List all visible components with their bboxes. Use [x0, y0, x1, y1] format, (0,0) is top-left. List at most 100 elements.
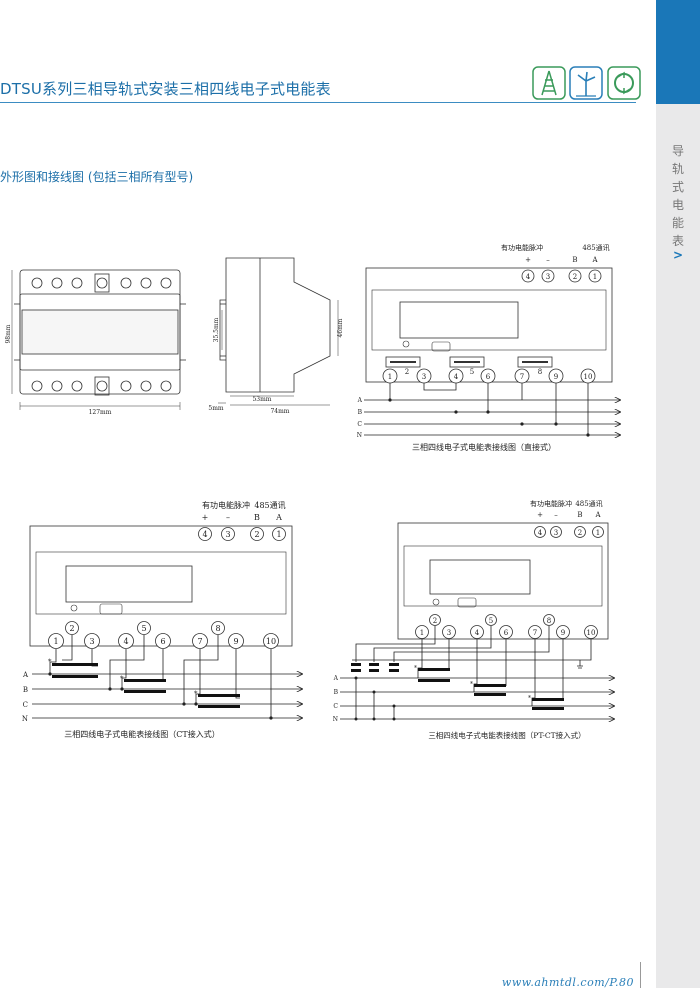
- sidebar-char: 能: [671, 216, 684, 230]
- line-label: B: [358, 409, 363, 416]
- terminal-label: 2: [254, 530, 259, 539]
- comm-label: 485通讯: [575, 499, 602, 508]
- link-label: 8: [538, 368, 542, 376]
- terminal-label: 3: [546, 273, 550, 281]
- comm-b-label: B: [254, 513, 260, 522]
- ptct-wiring-diagram: 有功电能脉冲 485通讯 + – B A 4 3 2 1 1 2 3: [333, 499, 614, 740]
- side-inner-355: 35.5mm: [213, 317, 220, 342]
- pt-transformers: [351, 663, 399, 672]
- terminal-label: 8: [215, 624, 220, 633]
- line-label: N: [357, 432, 362, 439]
- side-rail-5: 5mm: [208, 405, 224, 412]
- terminal-label: 3: [447, 629, 451, 637]
- page-title: DTSU系列三相导轨式安装三相四线电子式电能表: [0, 80, 331, 98]
- link-label: 5: [470, 368, 474, 376]
- sidebar-category-label[interactable]: 导 轨 式 电 能 表: [656, 142, 700, 250]
- terminal-label: 2: [573, 273, 577, 281]
- plus-label: +: [525, 256, 531, 264]
- comm-label: 485通讯: [254, 500, 285, 510]
- terminal-label: 7: [197, 637, 202, 646]
- side-height-46: 46mm: [337, 318, 344, 337]
- terminal-label: 6: [504, 629, 509, 637]
- comm-b-label: B: [577, 511, 582, 519]
- front-bottom-screws: [31, 376, 172, 396]
- wiring-drawings: 127mm 98mm 53mm 74mm 5mm 35.5mm 46mm 有功电…: [5, 243, 656, 740]
- sidebar-accent-block: [656, 0, 700, 104]
- terminal-label: 3: [422, 373, 426, 381]
- front-view-drawing: [11, 269, 186, 410]
- terminal-label: 2: [69, 624, 74, 633]
- terminal-label: 3: [89, 637, 94, 646]
- line-label: A: [333, 675, 339, 682]
- sidebar-char: 表: [671, 234, 684, 248]
- pulse-label: 有功电能脉冲: [530, 499, 572, 508]
- ct-wiring-diagram: 有功电能脉冲 485通讯 + – B A 4 3 2 1 1 2 3: [22, 500, 302, 739]
- comm-a-label: A: [591, 256, 598, 264]
- terminal-label: 1: [596, 529, 600, 537]
- sidebar-char: 轨: [671, 162, 684, 176]
- terminal-label: 4: [475, 629, 480, 637]
- terminal-label: 7: [520, 373, 524, 381]
- side-view-drawing: [218, 257, 339, 406]
- terminal-label: 1: [388, 373, 392, 381]
- sidebar-arrow-icon[interactable]: >: [672, 248, 684, 262]
- terminal-label: 2: [433, 617, 437, 625]
- plus-label: +: [202, 513, 209, 522]
- line-label: N: [22, 715, 28, 723]
- comm-a-label: A: [594, 511, 601, 519]
- terminal-label: 4: [538, 529, 543, 537]
- terminal-label: 7: [533, 629, 537, 637]
- terminal-label: 10: [266, 637, 276, 646]
- terminal-label: 2: [578, 529, 582, 537]
- comm-a-label: A: [275, 513, 282, 522]
- svg-text:*: *: [48, 658, 52, 666]
- pulse-label: 有功电能脉冲: [202, 500, 250, 510]
- footer-url-page[interactable]: www.ahmtdl.com/P.80: [501, 976, 634, 989]
- terminal-label: 10: [584, 373, 593, 381]
- line-label: C: [357, 421, 362, 428]
- side-depth-74: 74mm: [270, 408, 289, 415]
- ptct-ct-transformers: ***: [414, 665, 564, 710]
- svg-text:*: *: [120, 675, 124, 683]
- svg-text:*: *: [194, 690, 198, 698]
- terminal-label: 5: [489, 617, 493, 625]
- terminal-label: 4: [454, 373, 459, 381]
- line-label: A: [22, 671, 29, 679]
- recycle-logo-icon: [607, 66, 641, 100]
- svg-text:*: *: [414, 665, 417, 672]
- terminal-label: 10: [587, 629, 596, 637]
- terminal-label: 1: [420, 629, 424, 637]
- terminal-label: 1: [276, 530, 281, 539]
- brand-logos: [532, 66, 641, 100]
- link-label: 2: [405, 368, 409, 376]
- terminal-label: 5: [141, 624, 146, 633]
- section-heading: 外形图和接线图 (包括三相所有型号): [0, 170, 194, 184]
- sidebar-char: 导: [671, 144, 684, 158]
- line-label: B: [334, 689, 339, 696]
- comm-label: 485通讯: [582, 243, 609, 252]
- minus-label: –: [554, 511, 558, 519]
- terminal-label: 6: [486, 373, 491, 381]
- footer-divider: [640, 962, 641, 988]
- terminal-label: 3: [554, 529, 558, 537]
- front-width-dimension: 127mm: [89, 409, 112, 416]
- terminal-label: 3: [225, 530, 230, 539]
- minus-label: –: [546, 256, 550, 264]
- title-divider: [0, 102, 636, 103]
- minus-label: –: [226, 513, 230, 522]
- line-label: C: [23, 701, 28, 709]
- tower-logo-icon: [532, 66, 566, 100]
- svg-text:*: *: [528, 695, 531, 702]
- side-depth-53: 53mm: [252, 396, 271, 403]
- sidebar-char: 式: [671, 180, 684, 194]
- pulse-label: 有功电能脉冲: [501, 243, 543, 252]
- ct-transformers: * * *: [48, 658, 240, 708]
- wind-turbine-logo-icon: [569, 66, 603, 100]
- plus-label: +: [537, 511, 543, 519]
- terminal-label: 6: [160, 637, 165, 646]
- front-height-dimension: 98mm: [5, 324, 12, 343]
- sidebar-char: 电: [671, 198, 684, 212]
- terminal-label: 8: [547, 617, 551, 625]
- terminal-label: 1: [593, 273, 597, 281]
- direct-caption: 三相四线电子式电能表接线图（直接式）: [412, 442, 556, 452]
